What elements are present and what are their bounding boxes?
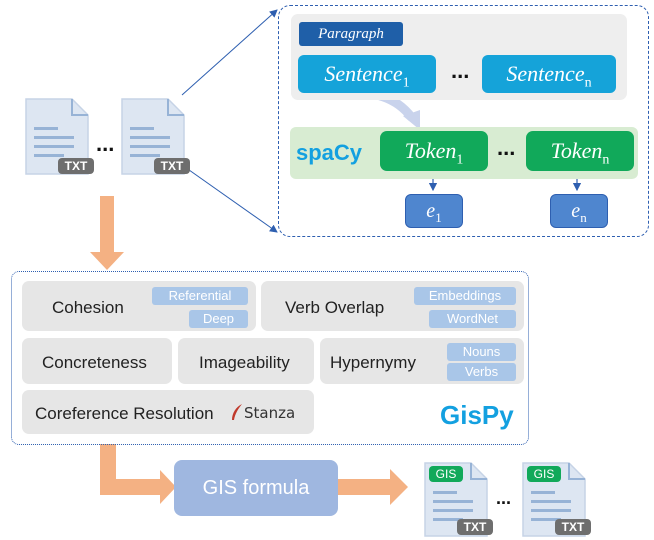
- token-first: Token1: [380, 131, 488, 171]
- token-last: Tokenn: [526, 131, 634, 171]
- tag-referential: Referential: [152, 287, 248, 305]
- tag-verbs: Verbs: [447, 363, 516, 381]
- entity-last-sub: n: [580, 210, 587, 225]
- paragraph-label: Paragraph: [299, 22, 403, 46]
- sentence-first-base: Sentence: [324, 61, 403, 86]
- token-ellipsis: ...: [497, 135, 516, 160]
- parse-detail-box: [278, 5, 649, 237]
- token-last-base: Token: [550, 138, 603, 163]
- cohesion-label: Cohesion: [52, 298, 124, 317]
- entity-first-base: e: [426, 200, 436, 222]
- gis-formula-box: GIS formula: [174, 460, 338, 516]
- gispy-to-formula-arrow: [100, 444, 176, 504]
- concreteness-panel: [22, 338, 172, 384]
- tag-embeddings: Embeddings: [414, 287, 516, 305]
- coreference-panel: [22, 390, 314, 434]
- hypernymy-label: Hypernymy: [330, 353, 416, 372]
- gis-label: GIS: [429, 466, 463, 482]
- tag-wordnet: WordNet: [429, 310, 516, 328]
- zoom-line-bottom: [181, 164, 278, 233]
- token-last-sub: n: [602, 152, 610, 168]
- document-icon: [25, 98, 89, 175]
- concreteness-label: Concreteness: [42, 353, 147, 372]
- token-first-base: Token: [404, 138, 457, 163]
- sentence-last-base: Sentence: [506, 61, 585, 86]
- document-icon: [121, 98, 185, 175]
- docs-to-gispy-arrow: [90, 196, 124, 270]
- entity-last-base: e: [571, 200, 581, 222]
- imageability-panel: [178, 338, 314, 384]
- output-ellipsis: ...: [496, 488, 512, 508]
- stanza-logo-icon: [232, 404, 242, 420]
- spacy-label: spaCy: [296, 140, 363, 165]
- sentence-first: Sentence1: [298, 55, 436, 93]
- txt-label: TXT: [58, 158, 94, 174]
- txt-label: TXT: [457, 519, 493, 535]
- entity-last: en: [550, 194, 608, 228]
- gis-label: GIS: [527, 466, 561, 482]
- stanza-label: Stanza: [244, 404, 296, 422]
- sentence-ellipsis: ...: [451, 58, 470, 83]
- coreference-label: Coreference Resolution: [35, 404, 214, 423]
- zoom-line-top: [181, 9, 278, 96]
- sentence-first-sub: 1: [402, 75, 410, 91]
- entity-first-sub: 1: [435, 210, 442, 225]
- tag-deep: Deep: [189, 310, 248, 328]
- imageability-label: Imageability: [199, 353, 290, 372]
- tag-nouns: Nouns: [447, 343, 516, 361]
- input-ellipsis: ...: [96, 131, 115, 156]
- formula-to-output-arrow: [338, 469, 408, 505]
- token-first-sub: 1: [456, 152, 464, 168]
- gispy-box: [11, 271, 529, 445]
- sentence-last-sub: n: [584, 75, 592, 91]
- txt-label: TXT: [154, 158, 190, 174]
- verb-overlap-label: Verb Overlap: [285, 298, 385, 317]
- sentence-last: Sentencen: [482, 55, 616, 93]
- gispy-title: GisPy: [440, 400, 514, 430]
- entity-first: e1: [405, 194, 463, 228]
- txt-label: TXT: [555, 519, 591, 535]
